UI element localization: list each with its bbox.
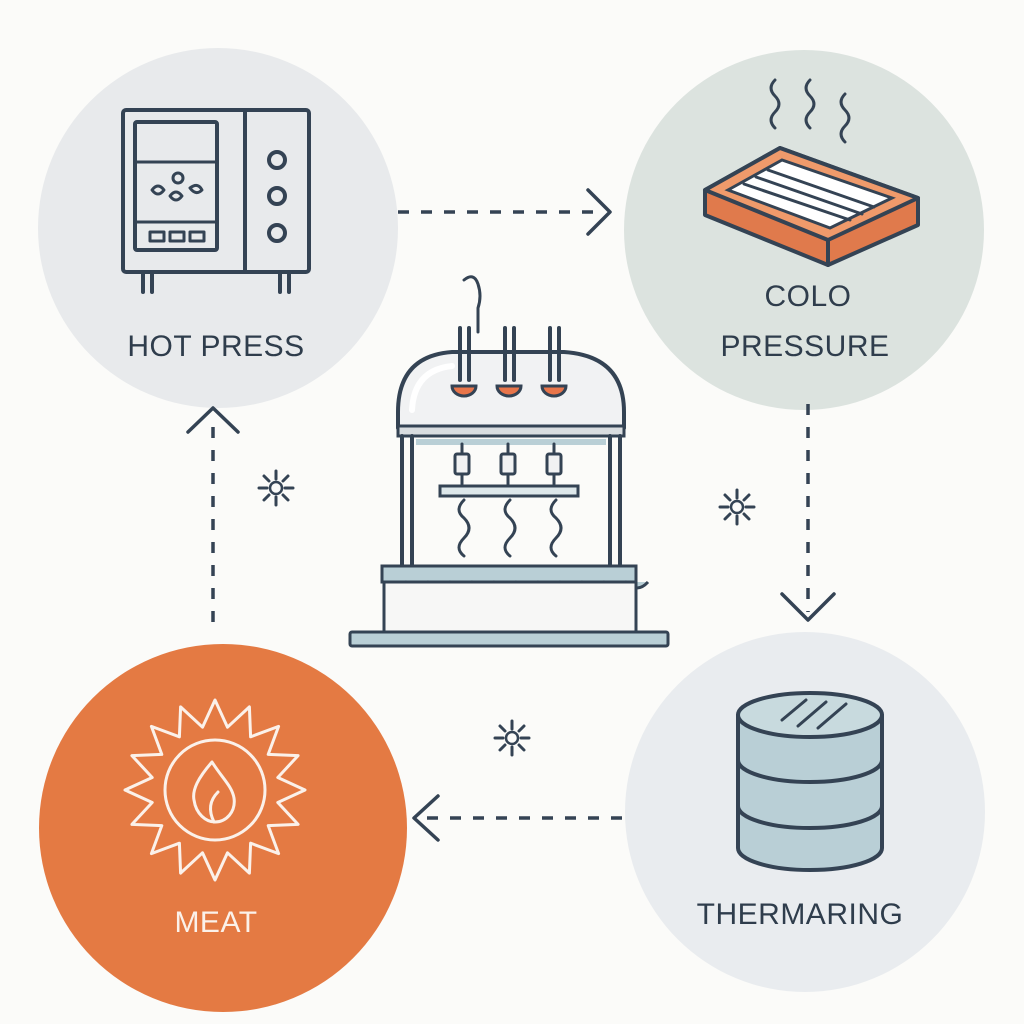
sparkle-icon: [718, 488, 756, 526]
sun-flame-icon: [123, 698, 307, 882]
arrow-hot-press-to-cold-pressure: [398, 188, 612, 236]
arrow-thermaring-to-meat: [412, 794, 622, 842]
cold-pressure-label-line-2: PRESSURE: [720, 330, 889, 363]
steam-icon: [769, 78, 851, 144]
arrow-meat-to-hot-press: [186, 406, 240, 622]
hot-press-label: HOT PRESS: [127, 330, 304, 363]
press-machine-icon: [348, 275, 670, 648]
meat-node: [39, 644, 407, 1012]
arrow-cold-pressure-to-thermaring: [780, 404, 836, 622]
thermaring-label: THERMARING: [697, 898, 904, 931]
cold-pressure-label-line-1: COLO: [764, 280, 851, 313]
sparkle-icon: [257, 469, 295, 507]
oven-icon: [121, 108, 311, 294]
sparkle-icon: [493, 719, 531, 757]
cylinder-stack-icon: [736, 691, 884, 872]
meat-label: MEAT: [174, 906, 257, 939]
hot-plate-icon: [703, 146, 920, 267]
